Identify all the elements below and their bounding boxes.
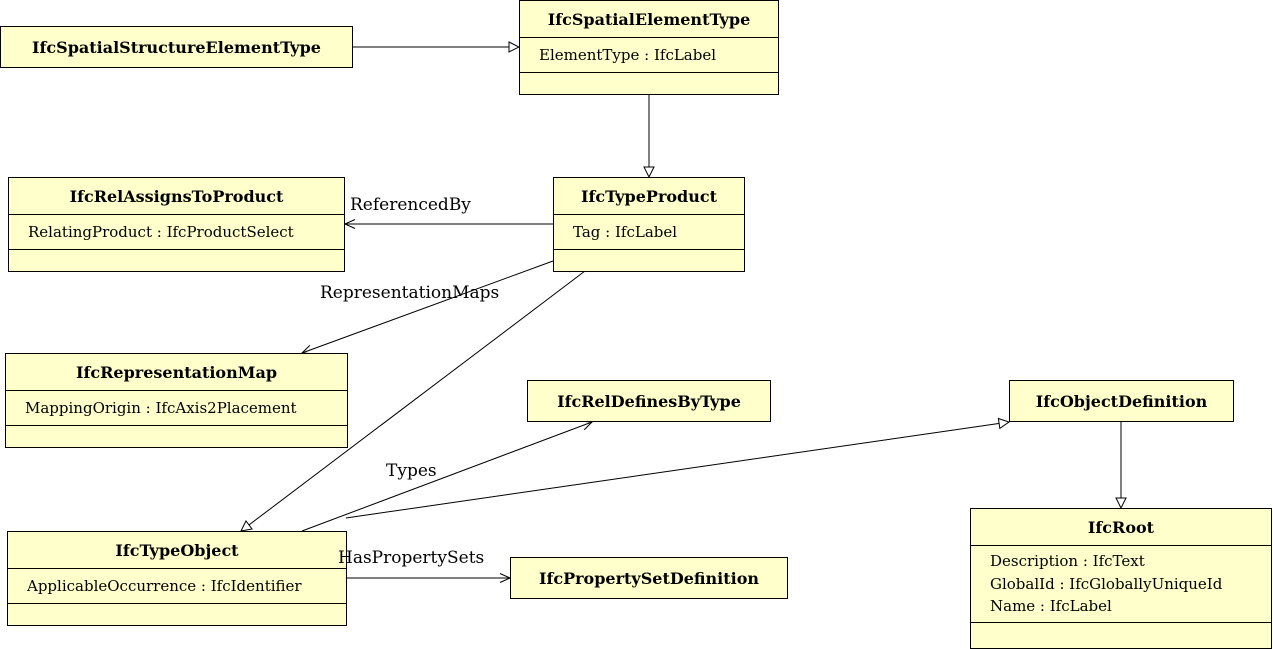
- class-operations: [6, 425, 347, 447]
- class-ifcspatialstructureelementtype[interactable]: IfcSpatialStructureElementType: [0, 26, 353, 68]
- class-name: IfcPropertySetDefinition: [538, 568, 760, 588]
- class-name: IfcRelDefinesByType: [557, 391, 741, 411]
- class-ifcobjectdefinition[interactable]: IfcObjectDefinition: [1009, 380, 1234, 422]
- association-label-representationmaps: RepresentationMaps: [320, 283, 500, 303]
- class-operations: [554, 249, 744, 271]
- attribute: ApplicableOccurrence : IfcIdentifier: [27, 577, 302, 595]
- class-name: IfcTypeProduct: [580, 186, 717, 206]
- class-attributes: RelatingProduct : IfcProductSelect: [9, 214, 344, 249]
- generalization-typeobject-to-objectdefinition: [345, 422, 1009, 519]
- class-ifcspatialelementtype[interactable]: IfcSpatialElementType ElementType : IfcL…: [519, 0, 779, 95]
- class-ifcrepresentationmap[interactable]: IfcRepresentationMap MappingOrigin : Ifc…: [5, 353, 348, 448]
- class-attributes: ElementType : IfcLabel: [520, 37, 778, 72]
- attribute: ElementType : IfcLabel: [539, 46, 717, 64]
- class-name: IfcRelAssignsToProduct: [69, 186, 284, 206]
- class-ifcreldefinesbytype[interactable]: IfcRelDefinesByType: [527, 380, 771, 422]
- class-attributes: MappingOrigin : IfcAxis2Placement: [6, 390, 347, 425]
- class-operations: [520, 72, 778, 94]
- class-ifctypeproduct[interactable]: IfcTypeProduct Tag : IfcLabel: [553, 177, 745, 272]
- class-ifcroot[interactable]: IfcRoot Description : IfcText GlobalId :…: [970, 508, 1272, 649]
- association-label-haspropertysets: HasPropertySets: [338, 548, 485, 568]
- class-attributes: Tag : IfcLabel: [554, 214, 744, 249]
- class-name: IfcRoot: [1087, 517, 1155, 537]
- attribute: Name : IfcLabel: [990, 597, 1112, 615]
- class-attributes: ApplicableOccurrence : IfcIdentifier: [8, 568, 346, 603]
- class-operations: [9, 249, 344, 271]
- attribute: RelatingProduct : IfcProductSelect: [28, 223, 294, 241]
- class-operations: [8, 603, 346, 625]
- class-ifcpropertysetdefinition[interactable]: IfcPropertySetDefinition: [510, 557, 788, 599]
- association-label-types: Types: [386, 461, 437, 481]
- attribute: Tag : IfcLabel: [573, 223, 678, 241]
- class-ifcrelassignstoproduct[interactable]: IfcRelAssignsToProduct RelatingProduct :…: [8, 177, 345, 272]
- class-name: IfcTypeObject: [115, 540, 239, 560]
- generalization-typeproduct-to-typeobject: [241, 270, 586, 531]
- class-operations: [971, 621, 1271, 649]
- association-types: [301, 422, 592, 532]
- class-attributes: Description : IfcText GlobalId : IfcGlob…: [971, 545, 1271, 622]
- association-representationmaps: [302, 260, 554, 353]
- class-ifctypeobject[interactable]: IfcTypeObject ApplicableOccurrence : Ifc…: [7, 531, 347, 626]
- attribute: MappingOrigin : IfcAxis2Placement: [25, 399, 297, 417]
- class-name: IfcSpatialStructureElementType: [32, 37, 321, 57]
- class-name: IfcObjectDefinition: [1035, 391, 1208, 411]
- attribute: GlobalId : IfcGloballyUniqueId: [990, 574, 1223, 593]
- class-name: IfcSpatialElementType: [547, 9, 751, 29]
- attribute: Description : IfcText: [990, 552, 1145, 570]
- association-label-referencedby: ReferencedBy: [350, 195, 471, 215]
- class-name: IfcRepresentationMap: [76, 362, 277, 382]
